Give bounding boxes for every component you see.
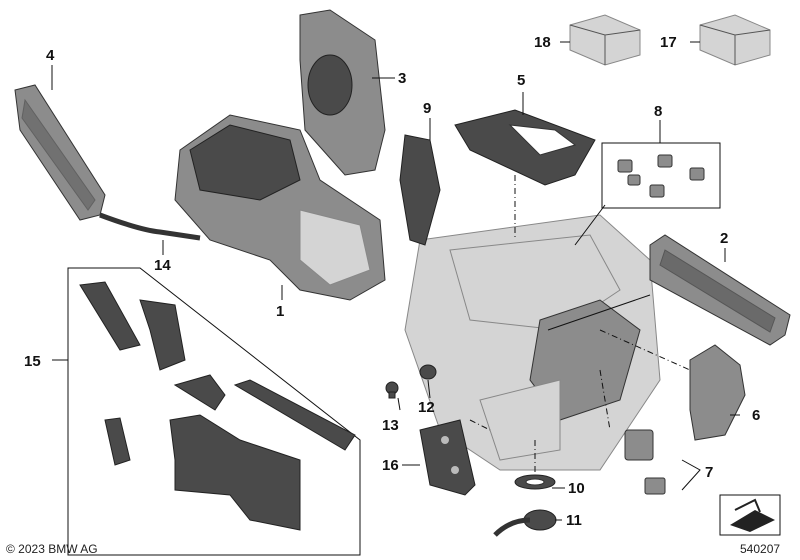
callout-13: 13 xyxy=(382,417,399,434)
part-14-hose xyxy=(99,212,201,241)
diagram-number: 540207 xyxy=(740,542,781,556)
part-7-actuators xyxy=(624,429,666,495)
part-3-blower-housing xyxy=(299,9,386,176)
callout-16: 16 xyxy=(382,457,399,474)
callout-4: 4 xyxy=(46,47,55,64)
callout-7: 7 xyxy=(705,464,713,481)
copyright-text: © 2023 BMW AG xyxy=(6,542,98,556)
part-1-housing xyxy=(174,114,386,301)
leader-lines xyxy=(51,41,740,521)
part-8-clips xyxy=(601,142,721,209)
callout-15: 15 xyxy=(24,353,41,370)
callout-10: 10 xyxy=(568,480,585,497)
part-11-drain xyxy=(493,509,557,537)
callout-8: 8 xyxy=(654,103,662,120)
part-16-cover xyxy=(419,419,476,496)
callout-6: 6 xyxy=(752,407,760,424)
part-5-duct-frame xyxy=(454,109,596,186)
part-13-clip xyxy=(385,381,399,399)
part-12-grommet xyxy=(419,364,437,380)
part-10-grommet xyxy=(514,474,556,490)
part-18-box xyxy=(569,14,641,66)
callout-2: 2 xyxy=(720,230,728,247)
part-2-filter xyxy=(649,234,791,346)
callout-9: 9 xyxy=(423,100,431,117)
part-6-side-duct xyxy=(689,344,746,441)
callout-5: 5 xyxy=(517,72,525,89)
callout-18: 18 xyxy=(534,34,551,51)
callout-17: 17 xyxy=(660,34,677,51)
orientation-arrow-icon xyxy=(719,494,781,536)
callout-3: 3 xyxy=(398,70,406,87)
callout-1: 1 xyxy=(276,303,284,320)
callout-14: 14 xyxy=(154,257,171,274)
part-15-seal-kit xyxy=(67,267,361,556)
part-9-seal xyxy=(399,134,441,246)
callout-11: 11 xyxy=(566,512,582,529)
part-17-box xyxy=(699,14,771,66)
callout-12: 12 xyxy=(418,399,435,416)
hvac-housing-main xyxy=(404,214,661,471)
part-4-filter-housing xyxy=(14,84,106,221)
